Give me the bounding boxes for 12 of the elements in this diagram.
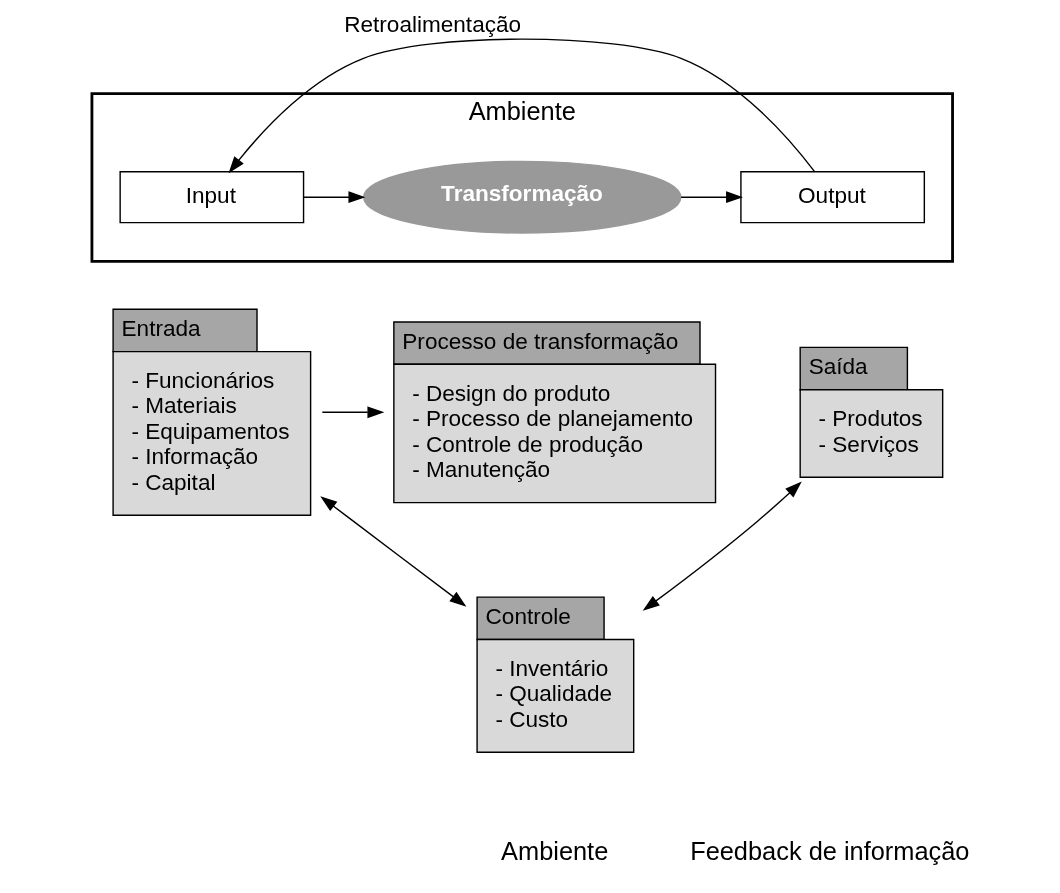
arrow xyxy=(321,406,385,419)
label: Feedback de informação xyxy=(690,837,970,866)
arrow xyxy=(303,191,366,204)
node-box: Input xyxy=(119,171,305,224)
edge-label: Retroalimentação xyxy=(344,11,522,37)
arrow xyxy=(228,38,816,174)
arrow xyxy=(680,191,743,204)
arrow xyxy=(642,481,802,611)
node-box: Output xyxy=(740,171,926,224)
label: Ambiente xyxy=(501,837,609,866)
arrow xyxy=(320,496,467,607)
node-ellipse: Transformação xyxy=(363,160,682,234)
